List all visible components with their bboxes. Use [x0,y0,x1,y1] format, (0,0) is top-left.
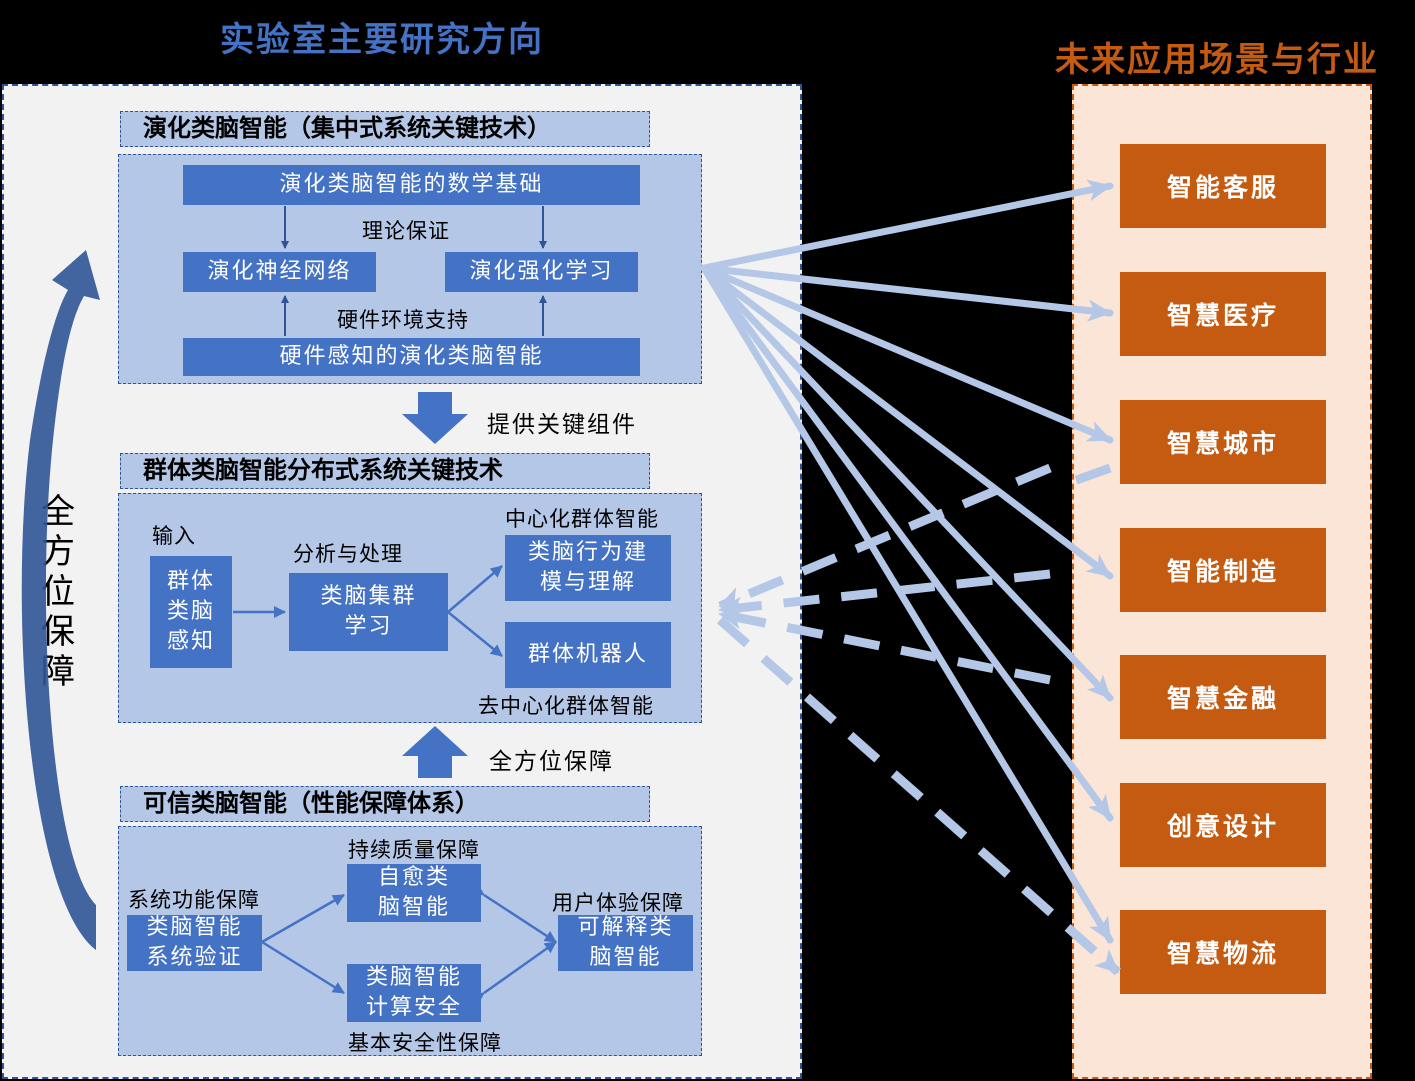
decentralized-label: 去中心化群体智能 [478,694,654,718]
function-label: 系统功能保障 [128,888,260,912]
section1-arrows [281,206,547,336]
app-logistics: 智慧物流 [1120,910,1326,994]
theory-label: 理论保证 [362,219,450,243]
swarm-robot-box: 群体机器人 [505,622,671,688]
centralized-label: 中心化群体智能 [505,507,659,531]
section3-title: 可信类脑智能（性能保障体系） [120,786,650,822]
system-verify-box: 类脑智能系统验证 [127,915,262,971]
compute-security-box: 类脑智能计算安全 [347,964,481,1022]
section2-title: 群体类脑智能分布式系统关键技术 [120,453,650,489]
guarantee-curve-arrow [21,250,100,950]
full-guarantee-label: 全方位保障 [489,749,614,775]
up-block-arrow [402,726,468,778]
ux-label: 用户体验保障 [552,891,684,915]
section1-connectors [700,179,1114,944]
analysis-label: 分析与处理 [293,542,403,566]
section2-connectors [717,463,1121,976]
hardware-label: 硬件环境支持 [337,308,469,332]
behavior-modeling-box: 类脑行为建模与理解 [505,535,671,601]
app-finance: 智慧金融 [1120,655,1326,739]
research-title: 实验室主要研究方向 [220,20,544,60]
evo-reinforcement-box: 演化强化学习 [445,252,638,292]
section3-arrows [249,883,557,1005]
cluster-learning-box: 类脑集群学习 [289,573,448,651]
self-healing-box: 自愈类脑智能 [347,864,481,922]
math-foundation-box: 演化类脑智能的数学基础 [183,165,640,205]
input-label: 输入 [152,524,196,548]
section2-arrows [233,565,503,657]
application-title: 未来应用场景与行业 [1055,40,1379,80]
swarm-perception-box: 群体类脑感知 [150,556,232,668]
hardware-aware-box: 硬件感知的演化类脑智能 [183,338,640,376]
app-healthcare: 智慧医疗 [1120,272,1326,356]
app-smart-city: 智慧城市 [1120,400,1326,484]
quality-label: 持续质量保障 [348,838,480,862]
section1-title: 演化类脑智能（集中式系统关键技术） [120,111,650,147]
evo-neural-network-box: 演化神经网络 [183,252,376,292]
app-customer-service: 智能客服 [1120,144,1326,228]
basic-security-label: 基本安全性保障 [348,1031,502,1055]
down-block-arrow [402,392,468,444]
key-component-label: 提供关键组件 [487,412,637,438]
app-creative-design: 创意设计 [1120,783,1326,867]
explainable-box: 可解释类脑智能 [558,915,693,971]
app-manufacturing: 智能制造 [1120,528,1326,612]
